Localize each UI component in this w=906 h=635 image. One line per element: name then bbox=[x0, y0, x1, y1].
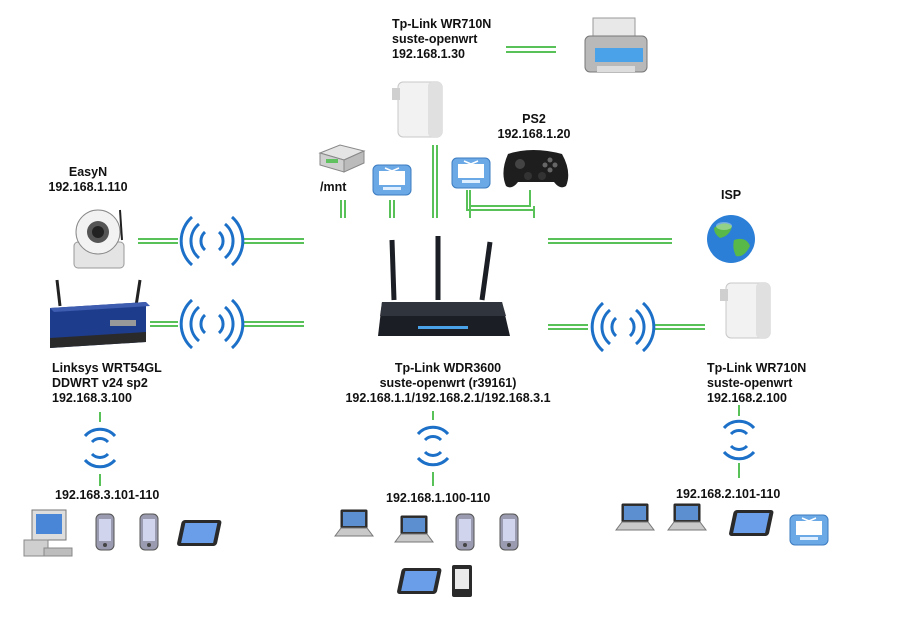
desktop-icon bbox=[23, 509, 73, 557]
globe-icon bbox=[707, 215, 755, 263]
ip-camera-icon bbox=[73, 209, 125, 269]
ps2-ip: 192.168.1.20 bbox=[497, 127, 571, 141]
ereader-icon bbox=[452, 565, 472, 597]
links bbox=[99, 46, 740, 486]
node-label-router-top: Tp-Link WR710N suste-openwrt 192.168.1.3… bbox=[392, 17, 491, 62]
tv-icon bbox=[372, 164, 412, 196]
printer-icon bbox=[584, 17, 648, 73]
router-icon bbox=[378, 236, 510, 336]
wifi-signal-icon bbox=[722, 419, 756, 461]
tv-icon bbox=[789, 514, 829, 546]
laptop-icon bbox=[667, 503, 707, 531]
router-top-ip: 192.168.1.30 bbox=[392, 47, 465, 61]
storage-icon bbox=[318, 144, 366, 173]
mnt-label: /mnt bbox=[320, 180, 347, 194]
travel-router-icon bbox=[391, 81, 443, 138]
wifi-signal-icon bbox=[83, 427, 117, 469]
node-label-linksys: Linksys WRT54GL DDWRT v24 sp2 192.168.3.… bbox=[52, 361, 162, 406]
phone-icon bbox=[139, 513, 159, 551]
router-right-fw: suste-openwrt bbox=[707, 376, 793, 390]
laptop-icon bbox=[334, 509, 374, 537]
laptop-icon bbox=[615, 503, 655, 531]
node-label-ps2: PS2 192.168.1.20 bbox=[498, 112, 571, 142]
easyn-ip: 192.168.1.110 bbox=[48, 180, 128, 194]
tv-icon bbox=[451, 157, 491, 189]
router-icon bbox=[50, 279, 150, 348]
easyn-name: EasyN bbox=[68, 165, 108, 179]
laptop-icon bbox=[394, 515, 434, 543]
ps2-name: PS2 bbox=[522, 112, 546, 126]
linksys-name: Linksys WRT54GL bbox=[52, 361, 162, 375]
isp-label: ISP bbox=[721, 188, 742, 202]
wifi-signal-icon bbox=[416, 425, 450, 467]
phone-icon bbox=[499, 513, 519, 551]
router-right-ip: 192.168.2.100 bbox=[707, 391, 787, 405]
router-top-name: Tp-Link WR710N bbox=[392, 17, 492, 31]
ip-range-right: 192.168.2.101-110 bbox=[676, 487, 781, 501]
linksys-fw: DDWRT v24 sp2 bbox=[52, 376, 148, 390]
ip-range-left: 192.168.3.101-110 bbox=[55, 488, 160, 502]
gamepad-icon bbox=[503, 150, 569, 188]
tablet-icon bbox=[176, 520, 222, 546]
main-router-fw: suste-openwrt (r39161) bbox=[379, 376, 517, 390]
main-router-ip: 192.168.1.1/192.168.2.1/192.168.3.1 bbox=[345, 391, 551, 405]
wifi-signal-icon bbox=[179, 298, 245, 350]
link-ps2 bbox=[469, 190, 531, 207]
travel-router-icon bbox=[719, 282, 771, 339]
node-label-main-router: Tp-Link WDR3600 suste-openwrt (r39161) 1… bbox=[345, 361, 550, 406]
wifi-signal-icon bbox=[590, 301, 656, 353]
phone-icon bbox=[95, 513, 115, 551]
node-label-router-right: Tp-Link WR710N suste-openwrt 192.168.2.1… bbox=[707, 361, 806, 406]
router-right-name: Tp-Link WR710N bbox=[707, 361, 807, 375]
tablet-icon bbox=[728, 510, 774, 536]
node-label-easyn: EasyN 192.168.1.110 bbox=[48, 165, 127, 195]
ip-range-center: 192.168.1.100-110 bbox=[386, 491, 491, 505]
main-router-name: Tp-Link WDR3600 bbox=[394, 361, 502, 375]
phone-icon bbox=[455, 513, 475, 551]
tablet-icon bbox=[396, 568, 442, 594]
wifi-signal-icon bbox=[179, 215, 245, 267]
linksys-ip: 192.168.3.100 bbox=[52, 391, 132, 405]
router-top-fw: suste-openwrt bbox=[392, 32, 478, 46]
